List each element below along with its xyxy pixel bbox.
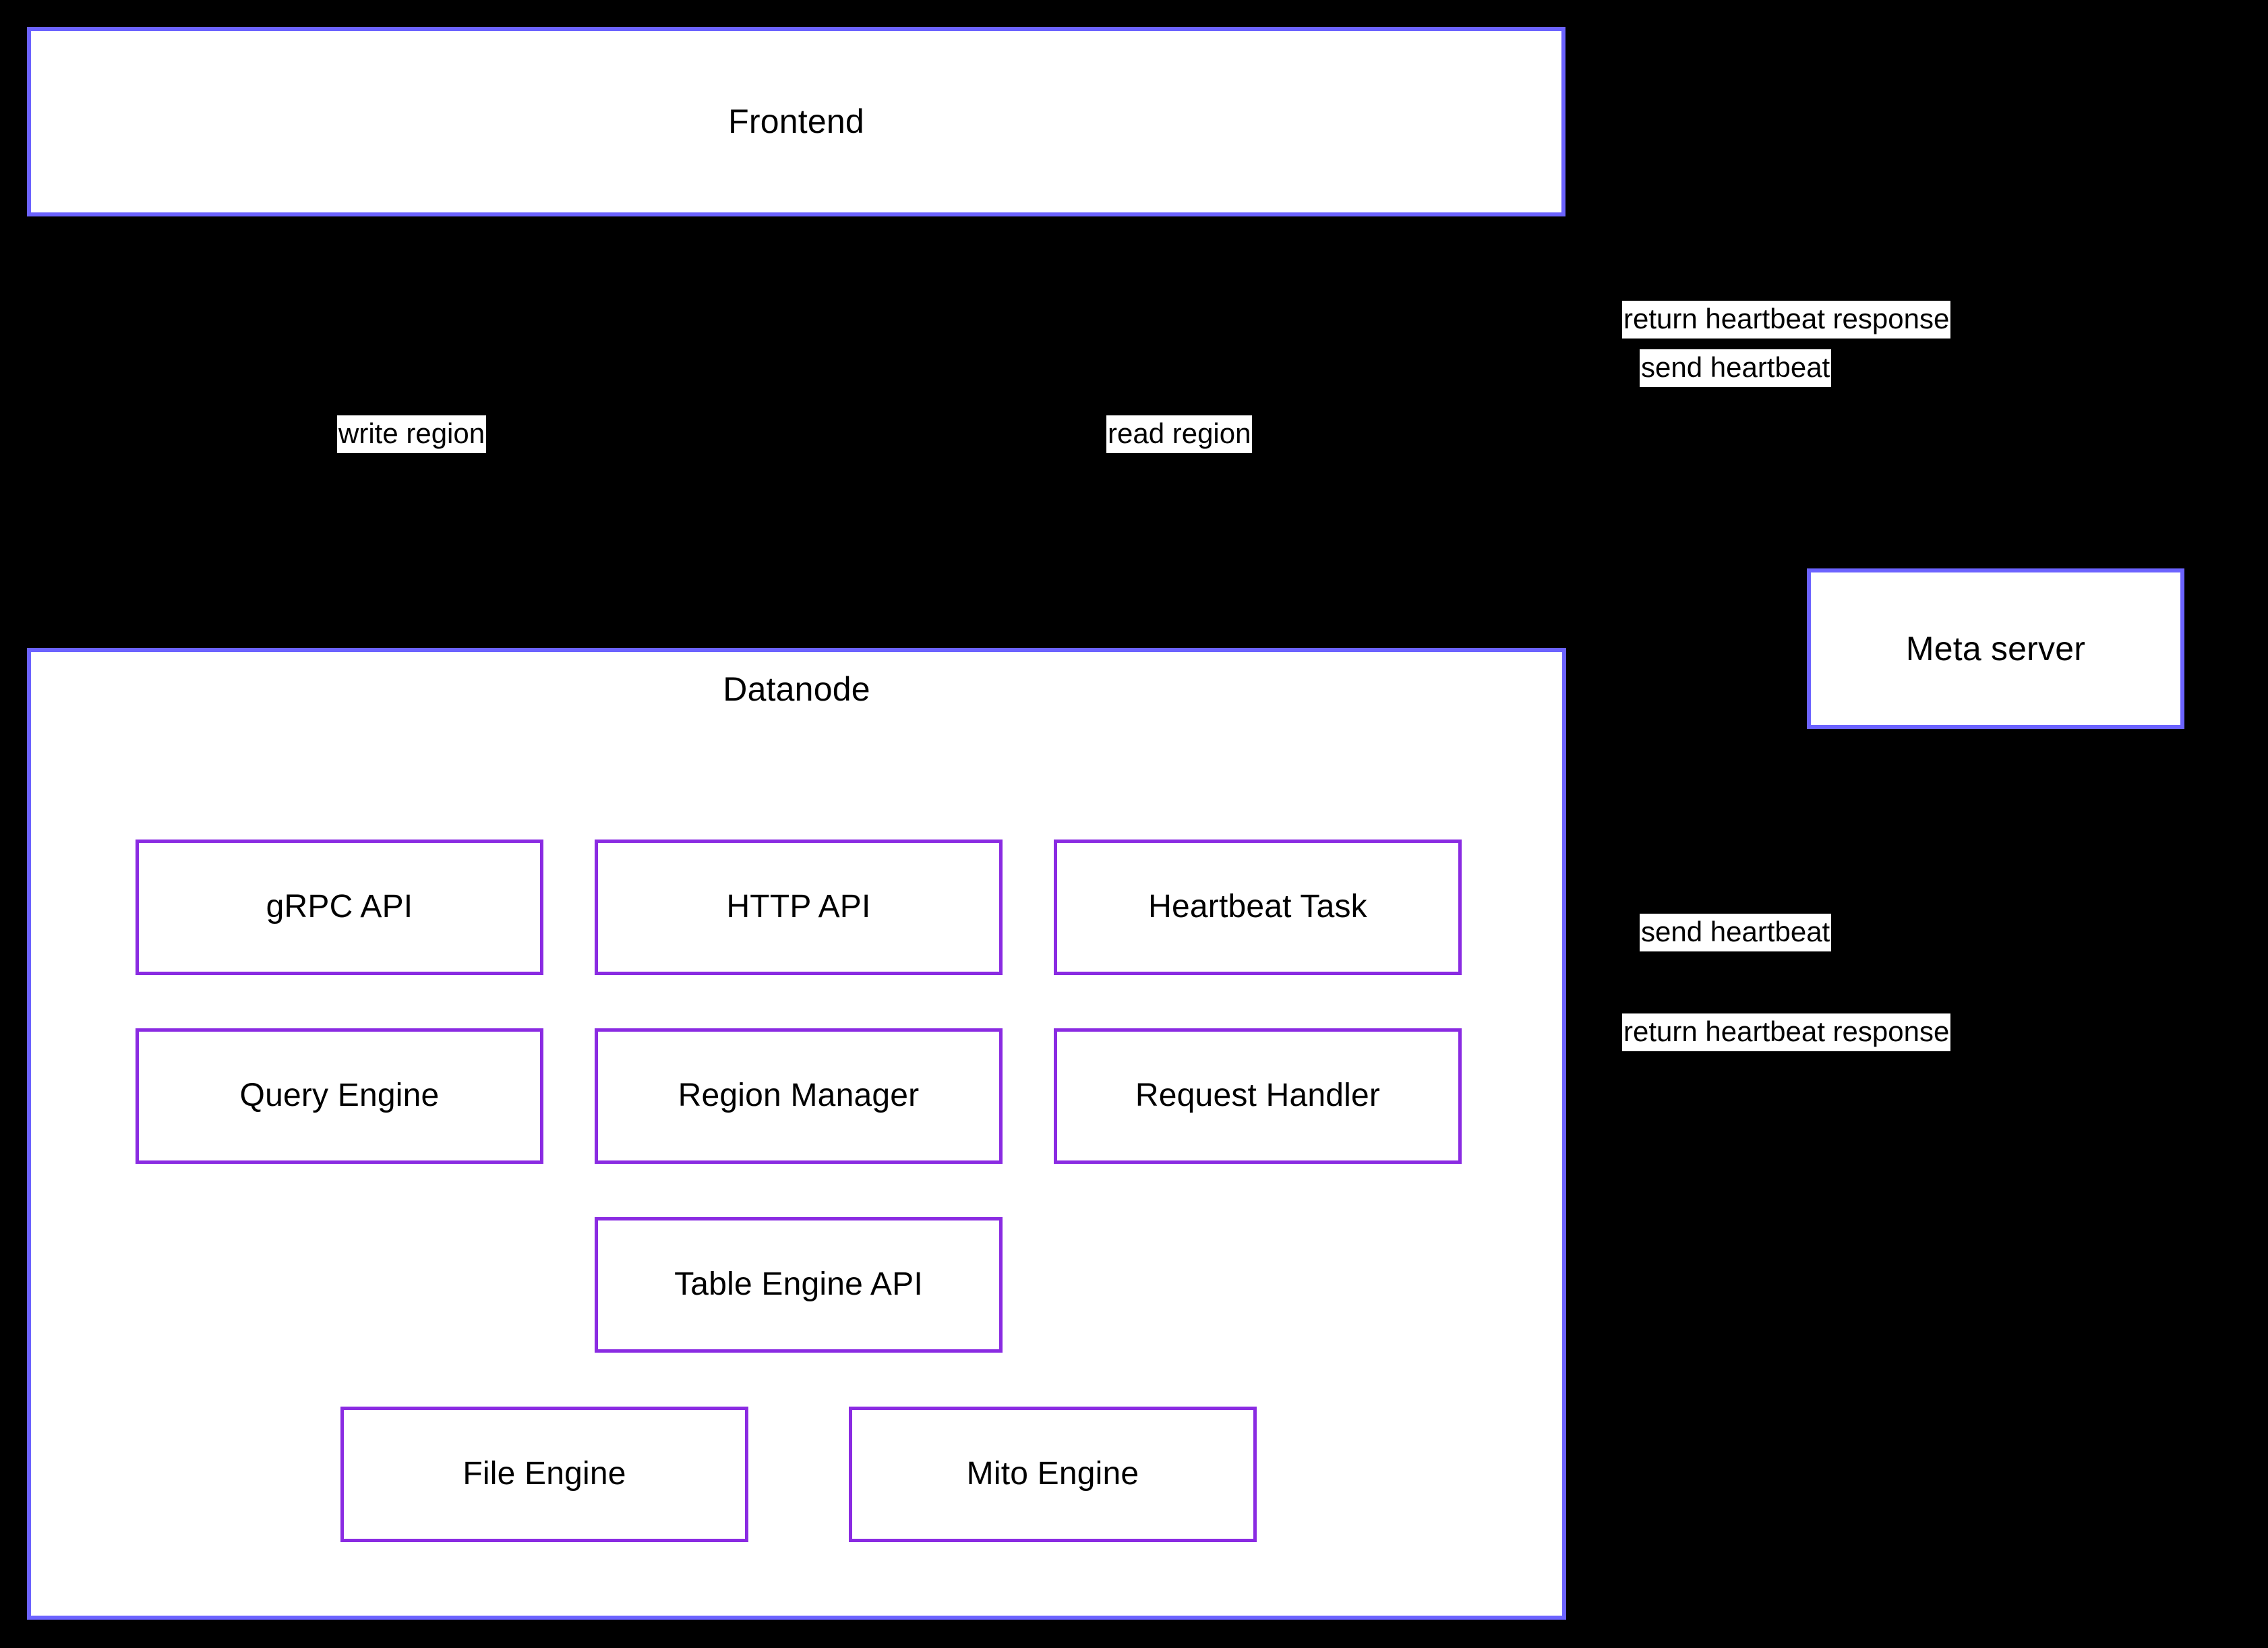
edge-label-datanode-send-heartbeat: send heartbeat — [1640, 914, 1832, 951]
node-request-handler[interactable]: Request Handler — [1054, 1028, 1462, 1164]
node-meta-server-label: Meta server — [1905, 629, 2086, 668]
node-table-engine-api-label: Table Engine API — [674, 1266, 923, 1303]
edge-label-write-region: write region — [337, 415, 487, 453]
node-query-engine[interactable]: Query Engine — [136, 1028, 543, 1164]
edge-label-read-region: read region — [1106, 415, 1253, 453]
node-query-engine-label: Query Engine — [239, 1078, 440, 1114]
node-datanode[interactable]: Datanode gRPC API HTTP API Heartbeat Tas… — [27, 648, 1566, 1620]
node-grpc-api[interactable]: gRPC API — [136, 840, 543, 975]
node-frontend[interactable]: Frontend — [27, 27, 1565, 216]
node-region-manager-label: Region Manager — [678, 1078, 920, 1114]
node-mito-engine-label: Mito Engine — [966, 1456, 1139, 1492]
node-http-api-label: HTTP API — [726, 889, 871, 925]
edge-label-frontend-send-heartbeat: send heartbeat — [1640, 349, 1832, 387]
node-datanode-label: Datanode — [723, 670, 870, 708]
node-heartbeat-task-label: Heartbeat Task — [1148, 889, 1367, 925]
node-http-api[interactable]: HTTP API — [595, 840, 1003, 975]
node-meta-server[interactable]: Meta server — [1807, 568, 2184, 729]
node-file-engine[interactable]: File Engine — [340, 1407, 748, 1542]
node-request-handler-label: Request Handler — [1135, 1078, 1381, 1114]
edge-label-datanode-return-heartbeat-response: return heartbeat response — [1622, 1013, 1951, 1051]
edge-label-frontend-return-heartbeat-response: return heartbeat response — [1622, 301, 1951, 339]
node-table-engine-api[interactable]: Table Engine API — [595, 1217, 1003, 1353]
node-heartbeat-task[interactable]: Heartbeat Task — [1054, 840, 1462, 975]
node-file-engine-label: File Engine — [462, 1456, 626, 1492]
node-grpc-api-label: gRPC API — [266, 889, 413, 925]
node-region-manager[interactable]: Region Manager — [595, 1028, 1003, 1164]
node-mito-engine[interactable]: Mito Engine — [849, 1407, 1257, 1542]
node-frontend-label: Frontend — [728, 102, 864, 140]
